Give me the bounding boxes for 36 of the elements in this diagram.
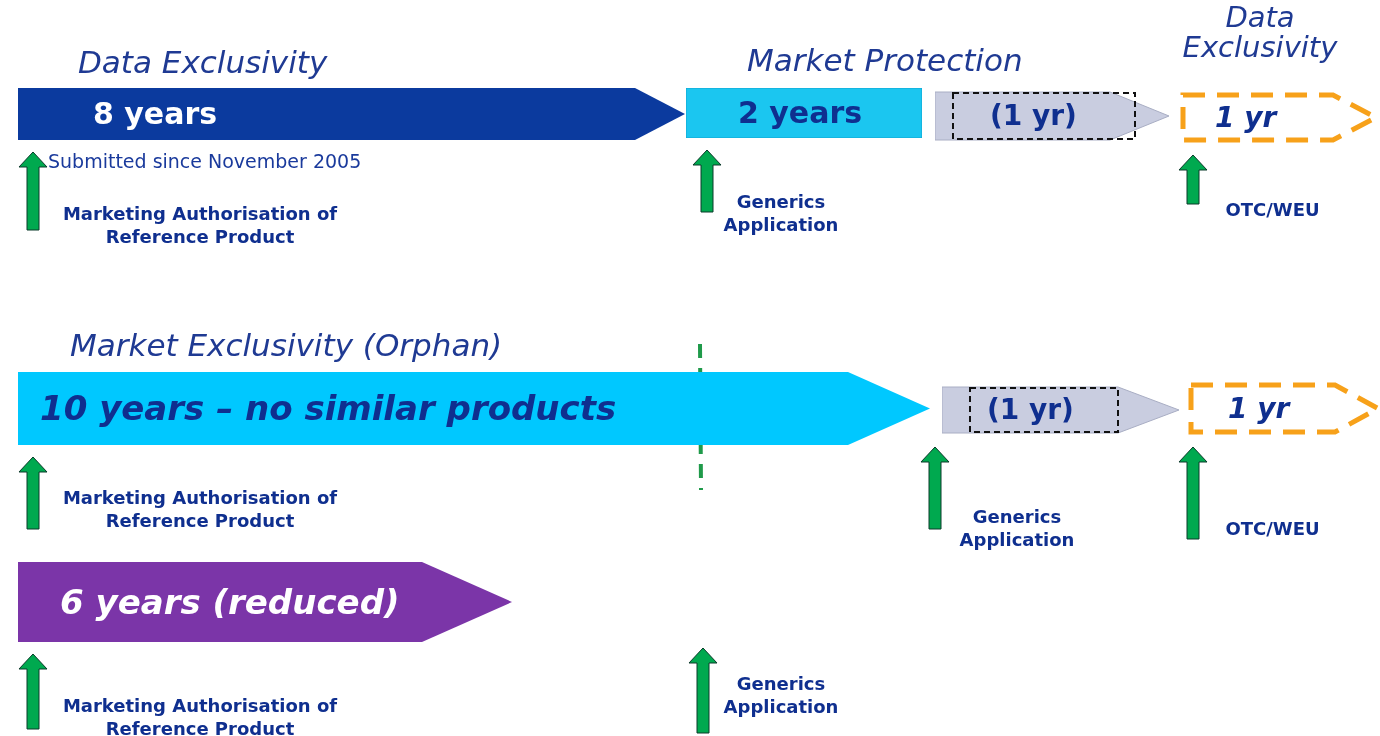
section-heading: Data Exclusivity bbox=[1181, 2, 1339, 63]
period-label: 2 years bbox=[738, 94, 863, 132]
period-bar bbox=[686, 88, 922, 138]
milestone-label: Marketing Authorisation of Reference Product bbox=[40, 694, 360, 736]
section-heading: Market Exclusivity (Orphan) bbox=[70, 327, 503, 365]
up-arrow bbox=[1178, 446, 1208, 540]
section-heading: Data Exclusivity bbox=[78, 44, 328, 82]
up-arrow bbox=[18, 151, 48, 231]
period-label: 6 years (reduced) bbox=[60, 581, 400, 624]
milestone-label: Marketing Authorisation of Reference Product bbox=[40, 486, 360, 533]
period-bar bbox=[18, 372, 930, 445]
period-label: 8 years bbox=[93, 95, 218, 133]
milestone-label: OTC/WEU bbox=[1210, 198, 1335, 222]
section-heading: Market Protection bbox=[747, 42, 1023, 80]
up-arrow bbox=[688, 647, 718, 734]
period-bar bbox=[18, 88, 685, 140]
period-label: 10 years – no similar products bbox=[40, 387, 617, 430]
milestone-label: Generics Application bbox=[944, 505, 1090, 552]
up-arrow bbox=[920, 446, 950, 530]
period-bar bbox=[18, 562, 512, 642]
milestone-label: Generics Application bbox=[708, 672, 854, 719]
period-label: (1 yr) bbox=[990, 98, 1077, 134]
period-label: 1 yr bbox=[1228, 391, 1290, 427]
period-bar bbox=[942, 385, 1180, 435]
period-label: (1 yr) bbox=[987, 392, 1074, 428]
period-bar bbox=[1188, 382, 1380, 435]
period-bar bbox=[935, 90, 1170, 142]
period-label: 1 yr bbox=[1215, 100, 1277, 136]
up-arrow bbox=[18, 456, 48, 530]
up-arrow bbox=[18, 653, 48, 730]
note-text: Submitted since November 2005 bbox=[48, 150, 362, 172]
up-arrow bbox=[692, 149, 722, 213]
milestone-label: Generics Application bbox=[708, 190, 854, 237]
up-arrow bbox=[1178, 154, 1208, 205]
milestone-label: Marketing Authorisation of Reference Product bbox=[40, 202, 360, 249]
milestone-label: OTC/WEU bbox=[1210, 517, 1335, 541]
